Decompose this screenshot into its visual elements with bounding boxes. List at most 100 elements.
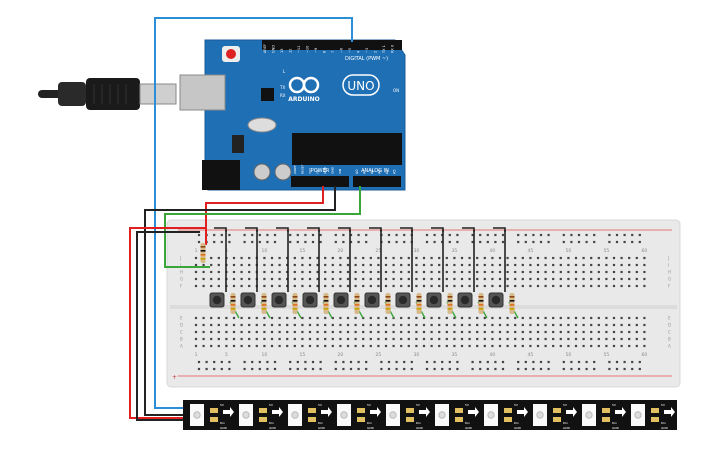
resistor-band: [478, 308, 484, 310]
column-number: 10: [262, 352, 268, 358]
arduino-board[interactable]: UNO ARDUINO DIGITAL (PWM ~) POWER ANALOG…: [179, 39, 406, 191]
breadboard-hole: [232, 263, 236, 267]
breadboard-hole: [240, 344, 243, 348]
strip-pad: [504, 417, 512, 422]
breadboard-hole: [278, 323, 281, 327]
breadboard-hole: [460, 256, 464, 260]
breadboard-hole: [202, 316, 205, 320]
breadboard-hole: [590, 256, 593, 260]
breadboard-hole: [605, 277, 608, 281]
breadboard-hole: [483, 284, 486, 288]
breadboard-hole: [392, 270, 395, 274]
breadboard-hole: [574, 323, 578, 327]
push-button-cap[interactable]: [212, 295, 222, 305]
breadboard-hole: [498, 344, 502, 348]
breadboard-hole: [293, 337, 296, 341]
breadboard-hole: [506, 263, 509, 267]
breadboard-hole: [529, 284, 532, 288]
breadboard-hole: [536, 256, 540, 260]
rail-hole: [631, 233, 634, 237]
resistor-band: [416, 308, 422, 310]
push-button-cap[interactable]: [429, 295, 439, 305]
breadboard-hole: [293, 323, 296, 327]
breadboard-hole: [369, 284, 372, 288]
breadboard-hole: [270, 344, 274, 348]
rail-hole: [494, 360, 497, 364]
rail-hole: [319, 233, 322, 237]
rail-hole: [486, 360, 489, 364]
breadboard-hole: [263, 316, 266, 320]
rail-hole: [251, 367, 254, 371]
breadboard-hole: [354, 277, 357, 281]
push-button-cap[interactable]: [398, 295, 408, 305]
rail-hole: [349, 360, 353, 364]
breadboard-hole: [263, 344, 266, 348]
breadboard-hole: [438, 270, 441, 274]
rail-hole: [304, 240, 307, 244]
breadboard-hole: [369, 277, 372, 281]
breadboard-hole: [308, 284, 312, 288]
breadboard-hole: [270, 277, 274, 281]
breadboard-hole: [232, 344, 236, 348]
breadboard-hole: [483, 270, 486, 274]
push-button-cap[interactable]: [491, 295, 501, 305]
breadboard-hole: [331, 256, 334, 260]
rail-hole: [304, 233, 307, 237]
breadboard-hole: [400, 270, 403, 274]
push-button-cap[interactable]: [336, 295, 346, 305]
breadboard-hole: [202, 263, 205, 267]
breadboard-hole: [301, 337, 304, 341]
breadboard-hole: [498, 323, 502, 327]
breadboard-hole: [263, 277, 266, 281]
breadboard-hole: [628, 270, 631, 274]
push-button-cap[interactable]: [367, 295, 377, 305]
column-number: 30: [414, 352, 420, 358]
pixel-5v-label: 5V: [514, 403, 519, 407]
column-number: 30: [414, 248, 420, 254]
push-button-cap[interactable]: [243, 295, 253, 305]
breadboard-hole: [422, 330, 426, 334]
rail-hole: [266, 233, 269, 237]
breadboard-hole: [232, 316, 236, 320]
pixel-gnd-label: GND: [416, 426, 424, 430]
breadboard-hole: [384, 323, 388, 327]
push-button-cap[interactable]: [274, 295, 284, 305]
breadboard-hole: [210, 270, 213, 274]
rail-hole: [273, 240, 277, 244]
breadboard-hole: [400, 256, 403, 260]
breadboard-hole: [339, 316, 342, 320]
rail-hole: [585, 360, 588, 364]
rail-hole: [403, 240, 406, 244]
breadboard-hole: [536, 277, 540, 281]
breadboard-hole: [567, 256, 570, 260]
breadboard-hole: [506, 323, 509, 327]
row-letter: E: [180, 316, 183, 321]
breadboard-hole: [559, 344, 562, 348]
rail-hole: [547, 367, 550, 371]
breadboard-hole: [460, 330, 464, 334]
button-wire: [462, 227, 475, 232]
brand-label: ARDUINO: [288, 96, 319, 103]
push-button-cap[interactable]: [460, 295, 470, 305]
breadboard-hole: [635, 337, 638, 341]
breadboard-hole: [210, 316, 213, 320]
pixel-din-label: Din: [661, 421, 666, 425]
breadboard-hole: [301, 284, 304, 288]
breadboard-hole: [597, 263, 600, 267]
breadboard-hole: [217, 316, 220, 320]
breadboard-hole: [514, 323, 517, 327]
resistor-band: [200, 258, 206, 260]
push-button-cap[interactable]: [305, 295, 315, 305]
resistor-band: [292, 308, 298, 310]
breadboard-hole: [210, 263, 213, 267]
direction-arrow-icon: [664, 407, 675, 417]
row-letter: D: [668, 323, 671, 328]
rail-hole: [357, 367, 360, 371]
breadboard-hole: [324, 284, 327, 288]
digital-pin-label: ~5: [348, 48, 352, 53]
button-wire: [493, 227, 506, 232]
breadboard-hole: [605, 270, 608, 274]
rail-hole: [387, 233, 391, 237]
rail-hole: [387, 360, 391, 364]
